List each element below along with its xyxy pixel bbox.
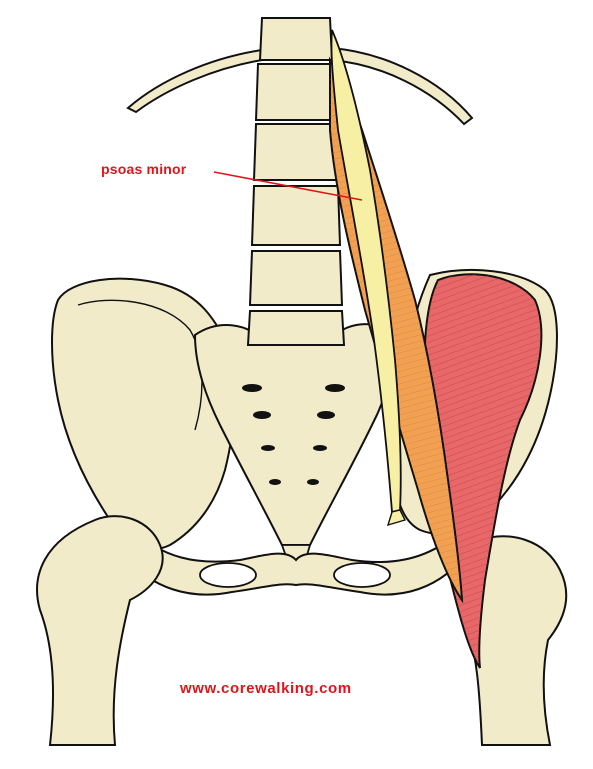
left-obturator-foramen <box>199 562 257 588</box>
right-obturator-foramen <box>333 562 391 588</box>
sacrum <box>193 323 397 546</box>
sacral-foramina <box>242 384 345 485</box>
website-watermark: www.corewalking.com <box>180 680 352 697</box>
right-rib <box>329 46 474 126</box>
psoas-minor-label: psoas minor <box>101 161 187 177</box>
left-ilium-inner <box>77 299 203 431</box>
lumbar-spine <box>246 17 346 346</box>
label-pointer-line <box>213 171 363 201</box>
left-femur <box>36 515 164 746</box>
left-ilium <box>51 277 237 550</box>
psoas-minor-tendon <box>386 509 407 527</box>
left-rib <box>126 48 263 114</box>
